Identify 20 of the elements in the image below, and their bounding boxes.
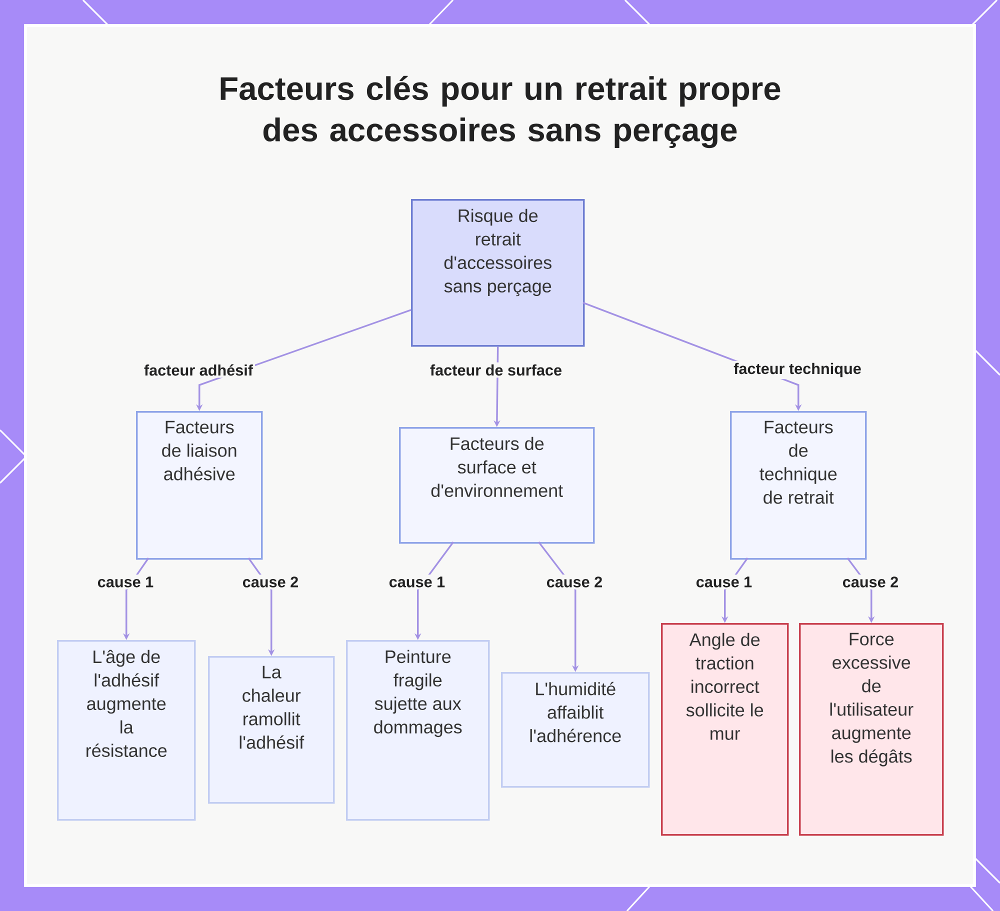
edge-label: cause 1: [95, 574, 156, 590]
edge-label: cause 2: [544, 574, 605, 590]
title: Facteurs clés pour un retrait propre des accessoires sans perçage: [220, 76, 780, 148]
edge-label: facteur adhésif: [142, 362, 256, 378]
edge-label: cause 2: [840, 574, 901, 590]
edge-label: cause 1: [694, 574, 754, 590]
root-box: Risque de retrait d'accessoires sans perçage: [411, 199, 585, 347]
category-box: Facteurs de surface et d'environnement: [399, 427, 595, 544]
cause-box: Angle de traction incorrect sollicite le mur: [661, 623, 789, 836]
cause-box: Force excessive de l'utilisateur augmente les dégâts: [799, 623, 944, 836]
cause-box: L'âge de l'adhésif augmente la résistance: [57, 640, 196, 821]
edge-label: facteur de surface: [428, 362, 564, 378]
cause-box: Peinture fragile sujette aux dommages: [346, 640, 490, 821]
edge-label: cause 1: [386, 574, 448, 590]
category-box: Facteurs de technique de retrait: [730, 411, 867, 560]
cause-box: La chaleur ramollit l'adhésif: [208, 656, 335, 804]
category-box: Facteurs de liaison adhésive: [136, 411, 263, 560]
edge-label: facteur technique: [732, 360, 864, 380]
edge-label: cause 2: [240, 574, 301, 590]
cause-box: L'humidité affaiblit l'adhérence: [501, 672, 650, 788]
